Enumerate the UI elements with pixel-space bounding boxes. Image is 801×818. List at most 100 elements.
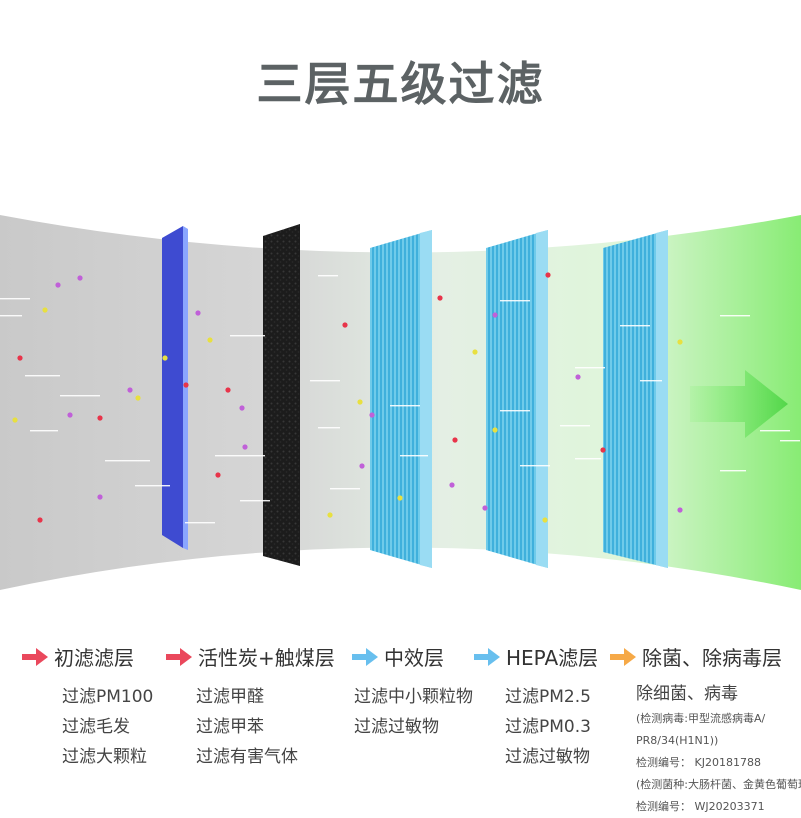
particle [207,337,213,343]
desc-line: 过滤甲醛 [196,687,264,707]
air-streak [720,470,746,472]
air-streak [60,395,100,397]
particle [67,412,73,418]
legend-carbon: 活性炭+触煤层 [166,642,335,671]
desc-line: 过滤PM100 [62,687,154,707]
output-arrow-icon [690,370,788,438]
desc-line: 过滤有害气体 [196,747,298,767]
desc-note: PR8/34(H1N1)) [636,734,719,747]
legend-label: 活性炭+触煤层 [198,646,335,670]
legend-pre-filter: 初滤滤层 [22,642,134,671]
particle [239,405,245,411]
legend-label: HEPA滤层 [506,646,599,670]
particle [600,447,606,453]
pre-filter-layer [162,226,188,550]
particle [42,307,48,313]
air-streak [620,325,650,327]
desc-carbon: 过滤甲醛 过滤甲苯 过滤有害气体 [196,682,298,772]
sterilization-filter-layer [603,230,668,568]
desc-line: 过滤过敏物 [505,747,590,767]
particle [482,505,488,511]
desc-note: (检测病毒:甲型流感病毒A/ [636,712,766,725]
desc-line: 过滤PM2.5 [505,687,591,707]
hepa-filter-layer [486,230,548,568]
page-title: 三层五级过滤 [256,57,545,111]
particle [242,444,248,450]
particle [472,349,478,355]
air-streak [500,300,530,302]
air-streak [105,460,150,462]
air-streak [520,465,550,467]
legend-label: 初滤滤层 [54,646,134,670]
particle [17,355,23,361]
particle [492,312,498,318]
desc-code: 检测编号： WJ20203371 [636,800,765,813]
air-streak [760,430,790,432]
particle [183,382,189,388]
legend-mid: 中效层 [352,642,444,671]
desc-line: 过滤中小颗粒物 [354,687,473,707]
particle [77,275,83,281]
legend-label: 除菌、除病毒层 [642,646,782,670]
desc-line: 过滤甲苯 [196,717,264,737]
particle [327,512,333,518]
desc-sterilize: 除细菌、病毒 (检测病毒:甲型流感病毒A/ PR8/34(H1N1)) 检测编号… [636,680,801,818]
blue-arrow-icon [352,647,378,666]
desc-line: 过滤毛发 [62,717,130,737]
particle [542,517,548,523]
desc-line: 过滤PM0.3 [505,717,591,737]
particle [359,463,365,469]
desc-mid: 过滤中小颗粒物 过滤过敏物 [354,682,473,742]
particle [492,427,498,433]
air-streak [0,298,30,300]
particle [162,355,168,361]
air-streak [25,375,60,377]
particle [449,482,455,488]
carbon-filter-layer [263,224,300,566]
air-streak [400,455,428,457]
filter-illustration [0,215,801,590]
red-arrow-icon [166,647,192,666]
particle [97,494,103,500]
particle [575,374,581,380]
particle [452,437,458,443]
air-streak [575,367,605,369]
particle [12,417,18,423]
air-streak [185,522,215,524]
desc-line: 除细菌、病毒 [636,684,738,704]
air-streak [330,488,360,490]
air-streak [720,315,750,317]
blue-arrow-icon [474,647,500,666]
air-streak [310,380,340,382]
legend-sterilize: 除菌、除病毒层 [610,642,782,671]
particle [225,387,231,393]
air-streak [560,425,590,427]
particle [97,415,103,421]
desc-hepa: 过滤PM2.5 过滤PM0.3 过滤过敏物 [505,682,591,772]
legend-hepa: HEPA滤层 [474,642,598,671]
air-streak [575,458,601,460]
air-streak [318,275,338,277]
desc-line: 过滤过敏物 [354,717,439,737]
mid-efficiency-filter-layer [370,230,432,568]
desc-note: (检测菌种:大肠杆菌、金黄色葡萄球 [636,778,801,791]
air-streak [215,455,265,457]
particle [369,412,375,418]
particle [195,310,201,316]
air-streak [230,335,265,337]
air-streaks [0,275,800,524]
particle [37,517,43,523]
particle [357,399,363,405]
air-streak [390,405,420,407]
particle [127,387,133,393]
particle [215,472,221,478]
particles [12,272,683,523]
particle [545,272,551,278]
desc-line: 过滤大颗粒 [62,747,147,767]
particle [55,282,61,288]
air-streak [0,315,22,317]
air-streak [30,430,58,432]
particle [342,322,348,328]
particle [677,339,683,345]
particle [437,295,443,301]
